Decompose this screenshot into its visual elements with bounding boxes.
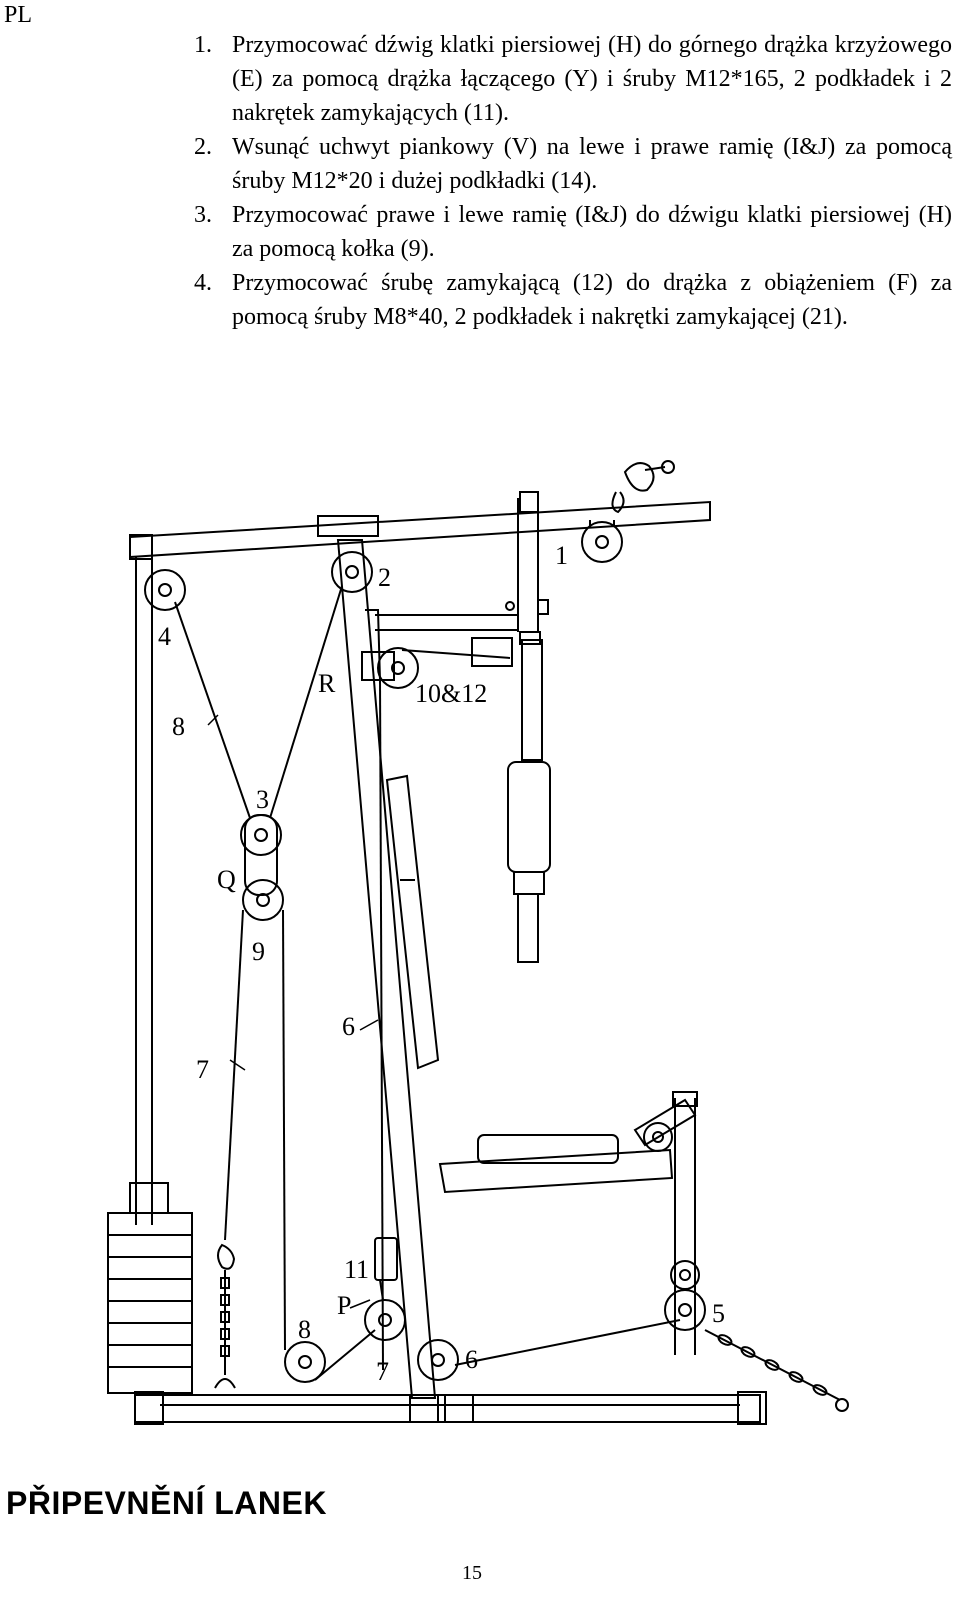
label-5: 5: [712, 1299, 725, 1328]
leg-pulley-top: [643, 1122, 673, 1152]
carabiner-left: [217, 1243, 236, 1270]
pulley-2: [331, 551, 373, 593]
pulley-4: [144, 569, 186, 611]
instruction-item: 3. Przymocować prawe i lewe ramię (I&J) d…: [180, 198, 952, 266]
weight-stack: [107, 1212, 193, 1394]
seat-pad: [477, 1134, 619, 1164]
pulley-7-lower: [364, 1299, 406, 1341]
carabiner-right: [835, 1398, 849, 1412]
label-7-lower: 7: [376, 1357, 389, 1386]
cable-routing-diagram: 1 2 3 4 5 6 6 7 7 8 8 9 11 10&12 R Q P: [107, 460, 849, 1425]
label-q: Q: [217, 865, 236, 894]
cable-7: [224, 909, 244, 1241]
backrest: [385, 774, 440, 1070]
label-11: 11: [344, 1255, 369, 1284]
upper-cross-arm: [375, 614, 518, 631]
chain-left: [220, 1270, 230, 1375]
step-number: 2.: [194, 134, 212, 160]
step-text: Przymocować dźwig klatki piersiowej (H) …: [232, 32, 952, 126]
assembly-instructions: 1. Przymocować dźwig klatki piersiowej (H…: [180, 28, 952, 334]
cable-6: [379, 679, 384, 1371]
base-frame: [134, 1394, 761, 1423]
label-p: P: [337, 1291, 351, 1320]
label-8-lower: 8: [298, 1315, 311, 1344]
instruction-item: 2. Wsunąć uchwyt piankowy (V) na lewe i p…: [180, 130, 952, 198]
step-text: Przymocować śrubę zamykającą (12) do drą…: [232, 270, 952, 330]
pulley-3: [240, 814, 282, 856]
cable-8: [174, 601, 251, 819]
right-top-post: [517, 498, 539, 632]
label-3: 3: [256, 785, 269, 814]
connector-y: [519, 631, 541, 645]
label-7-upper: 7: [196, 1055, 209, 1084]
carabiner-top: [623, 462, 655, 492]
foam-roller: [507, 761, 551, 873]
pulley-1: [581, 521, 623, 563]
left-post: [135, 557, 153, 1225]
pulley-5: [664, 1289, 706, 1331]
top-bracket: [317, 515, 379, 537]
label-r: R: [318, 669, 336, 698]
pulley-8-lower: [284, 1341, 326, 1383]
label-6-upper: 6: [342, 1012, 355, 1041]
main-upright: [336, 539, 437, 1399]
top-crossbar: [129, 500, 711, 559]
pulley-10-12: [377, 647, 419, 689]
label-9: 9: [252, 937, 265, 966]
language-code: PL: [4, 2, 33, 28]
step-number: 4.: [194, 270, 212, 296]
label-4: 4: [158, 622, 171, 651]
chain-right: [704, 1329, 841, 1401]
label-8-upper: 8: [172, 712, 185, 741]
label-10-12: 10&12: [415, 679, 487, 708]
bracket-11: [374, 1237, 398, 1281]
step-number: 3.: [194, 202, 212, 228]
step-text: Przymocować prawe i lewe ramię (I&J) do …: [232, 202, 952, 262]
label-6-lower: 6: [465, 1345, 478, 1374]
right-leg-post: [674, 1098, 696, 1355]
instruction-item: 4. Przymocować śrubę zamykającą (12) do d…: [180, 266, 952, 334]
step-text: Wsunąć uchwyt piankowy (V) na lewe i pra…: [232, 134, 952, 194]
step-number: 1.: [194, 32, 212, 58]
pulley-6-lower: [417, 1339, 459, 1381]
pulley-9: [242, 879, 284, 921]
page-number: 15: [462, 1562, 482, 1584]
label-2: 2: [378, 563, 391, 592]
section-title: PŘIPEVNĚNÍ LANEK: [6, 1485, 327, 1521]
pulley-bracket-r: [361, 651, 395, 681]
top-left-cap: [129, 534, 153, 560]
label-1: 1: [555, 541, 568, 570]
instruction-item: 1. Przymocować dźwig klatki piersiowej (H…: [180, 28, 952, 130]
